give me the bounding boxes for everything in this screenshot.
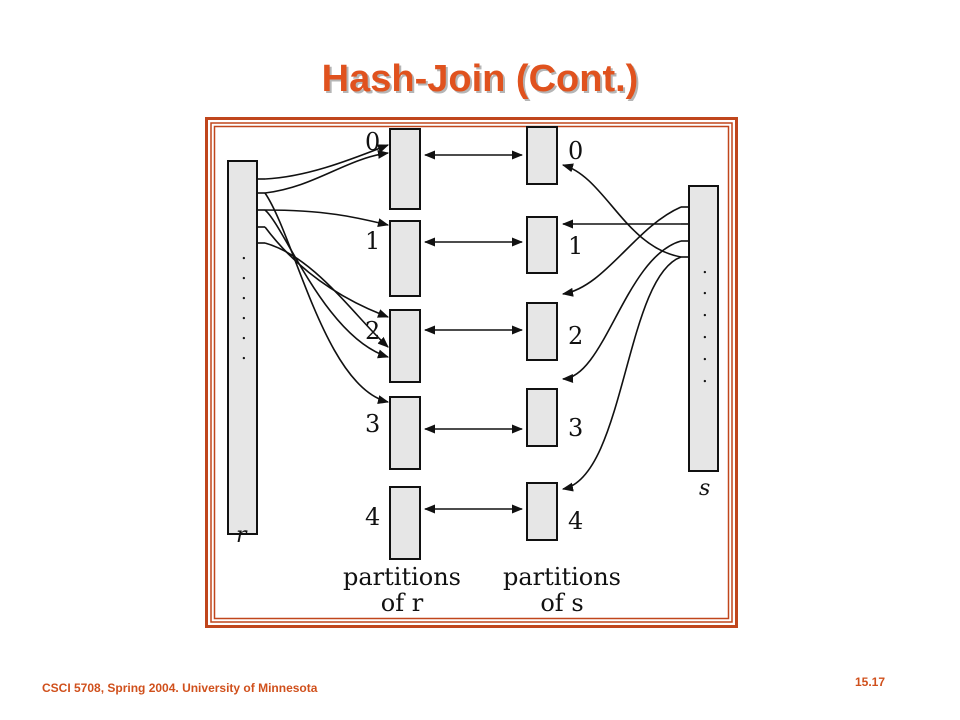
partitions-r-caption: partitions of r xyxy=(343,563,461,617)
svg-text:.: . xyxy=(241,283,247,304)
r-hash-arrow xyxy=(264,226,390,318)
svg-text:partitions: partitions xyxy=(503,563,621,591)
partition-s-2 xyxy=(526,302,558,361)
relation-r-bar xyxy=(227,160,258,535)
partition-r-number-4: 4 xyxy=(365,503,380,531)
svg-text:.: . xyxy=(241,323,247,344)
r-hash-arrow xyxy=(264,209,390,227)
relation-r-ellipsis: . . . . . . xyxy=(241,243,247,364)
partition-r-4 xyxy=(389,486,421,560)
partitions-s xyxy=(526,126,558,541)
svg-text:.: . xyxy=(702,278,708,299)
relation-s-label: s xyxy=(699,476,710,501)
svg-text:.: . xyxy=(702,366,708,387)
relation-r-label: r xyxy=(236,523,248,548)
svg-text:of s: of s xyxy=(540,589,583,617)
partition-s-1 xyxy=(526,216,558,274)
partition-r-numbers: 0 1 2 3 4 xyxy=(365,128,380,531)
s-hash-arrows xyxy=(561,163,682,492)
partition-r-number-3: 3 xyxy=(365,410,380,438)
relation-s-bar xyxy=(688,185,719,472)
relation-s-tuples xyxy=(681,206,689,258)
s-hash-arrow xyxy=(561,206,682,297)
partition-s-number-2: 2 xyxy=(568,322,583,350)
partitions-s-caption: partitions of s xyxy=(503,563,621,617)
partition-s-0 xyxy=(526,126,558,185)
partition-s-numbers: 0 1 2 3 4 xyxy=(568,137,583,535)
relation-r-tuples xyxy=(257,178,265,244)
hash-join-diagram: . . . . . . r . . . . . . s 0 1 2 3 4 xyxy=(205,117,738,628)
slide-number: 15.17 xyxy=(855,675,886,689)
svg-text:.: . xyxy=(241,343,247,364)
partition-r-1 xyxy=(389,220,421,297)
svg-text:partitions: partitions xyxy=(343,563,461,591)
r-hash-arrow xyxy=(264,209,390,359)
partition-r-0 xyxy=(389,128,421,210)
svg-text:.: . xyxy=(241,263,247,284)
s-hash-arrow xyxy=(561,256,682,492)
course-footer: CSCI 5708, Spring 2004. University of Mi… xyxy=(42,681,318,695)
partition-r-3 xyxy=(389,396,421,470)
r-hash-arrow xyxy=(264,192,390,405)
partitions-r xyxy=(389,128,421,560)
svg-text:.: . xyxy=(241,303,247,324)
partition-r-number-1: 1 xyxy=(365,227,380,255)
slide-title: Hash-Join (Cont.) xyxy=(321,58,639,100)
r-hash-arrows xyxy=(264,144,390,405)
s-hash-arrow xyxy=(561,240,682,383)
partition-s-number-3: 3 xyxy=(568,414,583,442)
r-hash-arrow xyxy=(264,144,390,180)
r-hash-arrow xyxy=(264,149,390,194)
svg-text:of r: of r xyxy=(381,589,424,617)
svg-text:.: . xyxy=(702,322,708,343)
partition-s-4 xyxy=(526,482,558,541)
partition-s-3 xyxy=(526,388,558,447)
r-hash-arrow xyxy=(264,242,389,348)
svg-text:.: . xyxy=(702,344,708,365)
figure-frame xyxy=(205,117,738,628)
relation-s-ellipsis: . . . . . . xyxy=(702,257,708,387)
partition-s-number-0: 0 xyxy=(568,137,583,165)
svg-text:.: . xyxy=(702,300,708,321)
svg-text:.: . xyxy=(241,243,247,264)
partition-s-number-4: 4 xyxy=(568,507,583,535)
partition-s-number-1: 1 xyxy=(568,232,583,260)
svg-text:.: . xyxy=(702,257,708,278)
partition-r-2 xyxy=(389,309,421,383)
partition-join-arrows xyxy=(423,150,524,514)
